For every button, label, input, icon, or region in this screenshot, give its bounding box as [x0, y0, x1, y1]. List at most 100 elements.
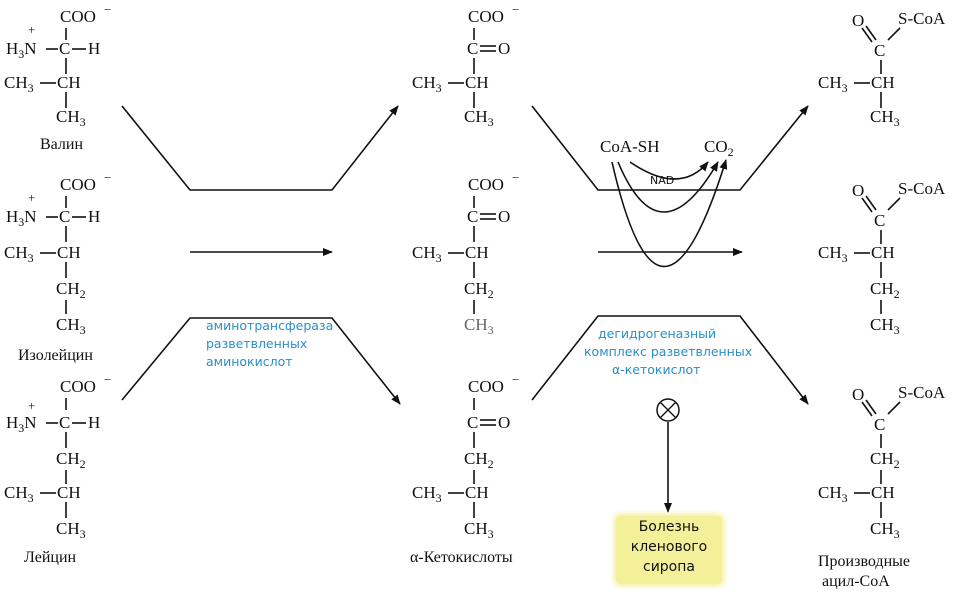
svg-text:CH3: CH3: [818, 483, 848, 505]
svg-text:CH3: CH3: [4, 243, 34, 265]
disease-line1: Болезнь: [638, 519, 700, 535]
svg-text:−: −: [104, 170, 111, 185]
svg-text:COO: COO: [468, 7, 504, 26]
svg-text:O: O: [498, 413, 510, 432]
svg-text:O: O: [852, 385, 864, 404]
svg-text:CH3: CH3: [818, 73, 848, 95]
acyl-coa-1: O S-CoA C CH3 CH CH3: [818, 9, 946, 129]
disease-line3: сиропа: [643, 559, 695, 575]
svg-text:CH3: CH3: [464, 107, 494, 129]
svg-text:C: C: [874, 41, 885, 60]
label-acyl-coa-line1: Производные: [818, 553, 910, 570]
svg-text:CH3: CH3: [412, 483, 442, 505]
label-leucine: Лейцин: [24, 549, 77, 566]
svg-text:C: C: [874, 415, 885, 434]
svg-text:COO: COO: [60, 175, 96, 194]
svg-text:CH3: CH3: [870, 519, 900, 541]
svg-text:CH: CH: [57, 243, 81, 262]
svg-text:CH3: CH3: [412, 73, 442, 95]
svg-text:COO: COO: [60, 377, 96, 396]
svg-text:+: +: [28, 22, 35, 37]
svg-text:H: H: [88, 413, 100, 432]
svg-text:CH3: CH3: [818, 243, 848, 265]
svg-text:CH3: CH3: [56, 107, 86, 129]
svg-text:CH3: CH3: [56, 519, 86, 541]
svg-text:S-CoA: S-CoA: [898, 179, 946, 198]
svg-text:CH3: CH3: [464, 519, 494, 541]
cofactor-curves: [611, 159, 728, 268]
transamination-arrows: [121, 105, 401, 405]
keto-acid-3: COO − C O CH2 CH3 CH CH3: [412, 372, 519, 541]
acyl-coa-3: O S-CoA C CH2 CH3 CH CH3: [818, 383, 946, 541]
disease-highlight: [616, 516, 722, 584]
disease-line2: кленового: [630, 539, 708, 555]
acyl-coa-2: O S-CoA C CH3 CH CH2 CH3: [818, 179, 946, 337]
label-valine: Валин: [40, 136, 83, 153]
svg-text:S-CoA: S-CoA: [898, 383, 946, 402]
svg-text:CH3: CH3: [412, 243, 442, 265]
svg-text:CH2: CH2: [56, 449, 86, 471]
leucine-structure: COO − + H3N C H CH2 CH3 CH CH3 Лейцин: [4, 372, 111, 566]
svg-text:CH: CH: [465, 483, 489, 502]
svg-text:+: +: [28, 398, 35, 413]
label-keto-acids: α-Кетокислоты: [410, 549, 513, 566]
keto-acid-2: COO − C O CH3 CH CH2 CH3: [412, 170, 519, 337]
svg-text:S-CoA: S-CoA: [898, 9, 946, 28]
svg-text:O: O: [852, 181, 864, 200]
coa-sh-label: CoA-SH: [600, 137, 660, 156]
enzyme1-line3: аминокислот: [206, 354, 293, 369]
svg-text:H: H: [88, 39, 100, 58]
svg-text:CH: CH: [871, 483, 895, 502]
svg-text:CH: CH: [57, 483, 81, 502]
svg-text:O: O: [852, 11, 864, 30]
disease-label: Болезнь кленового сиропа: [616, 517, 722, 577]
svg-text:C: C: [874, 211, 885, 230]
svg-text:COO: COO: [60, 7, 96, 26]
enzyme1-line2: разветвленных: [206, 336, 307, 351]
svg-text:−: −: [104, 372, 111, 387]
svg-text:CH2: CH2: [870, 279, 900, 301]
svg-text:O: O: [498, 207, 510, 226]
svg-text:CH: CH: [871, 73, 895, 92]
svg-text:CH: CH: [871, 243, 895, 262]
label-acyl-coa-line2: ацил-CoA: [822, 573, 890, 590]
enzyme2-line2: комплекс разветвленных: [584, 344, 752, 359]
svg-text:C: C: [467, 413, 478, 432]
svg-text:−: −: [104, 2, 111, 17]
svg-text:CH: CH: [57, 73, 81, 92]
enzyme2-line1: дегидрогеназный: [598, 326, 716, 341]
svg-text:C: C: [59, 413, 70, 432]
svg-text:C: C: [467, 39, 478, 58]
svg-text:CH2: CH2: [56, 279, 86, 301]
enzyme1-line1: аминотрансфераза: [206, 318, 333, 333]
svg-text:CH: CH: [465, 243, 489, 262]
valine-structure: COO − + H3N C H CH3 CH CH3 Валин: [4, 2, 111, 153]
label-isoleucine: Изолейцин: [18, 347, 93, 364]
svg-text:C: C: [59, 207, 70, 226]
svg-text:COO: COO: [468, 175, 504, 194]
nad-label: NAD: [650, 174, 674, 187]
svg-text:CH3: CH3: [4, 483, 34, 505]
svg-text:C: C: [467, 207, 478, 226]
svg-text:COO: COO: [468, 377, 504, 396]
svg-text:CH3: CH3: [870, 315, 900, 337]
svg-text:−: −: [512, 170, 519, 185]
svg-text:CH3: CH3: [56, 315, 86, 337]
svg-text:CH2: CH2: [464, 279, 494, 301]
inhibition-symbol: [656, 398, 680, 422]
svg-text:H3N: H3N: [6, 39, 37, 61]
svg-text:C: C: [59, 39, 70, 58]
svg-text:+: +: [28, 190, 35, 205]
svg-text:CH3: CH3: [870, 107, 900, 129]
svg-text:H3N: H3N: [6, 207, 37, 229]
svg-text:CH3: CH3: [4, 73, 34, 95]
svg-text:−: −: [512, 372, 519, 387]
svg-text:CH2: CH2: [464, 449, 494, 471]
svg-text:O: O: [498, 39, 510, 58]
keto-acid-1: COO − C O CH3 CH CH3: [412, 2, 519, 129]
svg-text:H3N: H3N: [6, 413, 37, 435]
isoleucine-structure: COO − + H3N C H CH3 CH CH2 CH3 Изолейцин: [4, 170, 111, 364]
decarboxylation-arrows: [531, 105, 809, 405]
svg-text:CH2: CH2: [870, 449, 900, 471]
